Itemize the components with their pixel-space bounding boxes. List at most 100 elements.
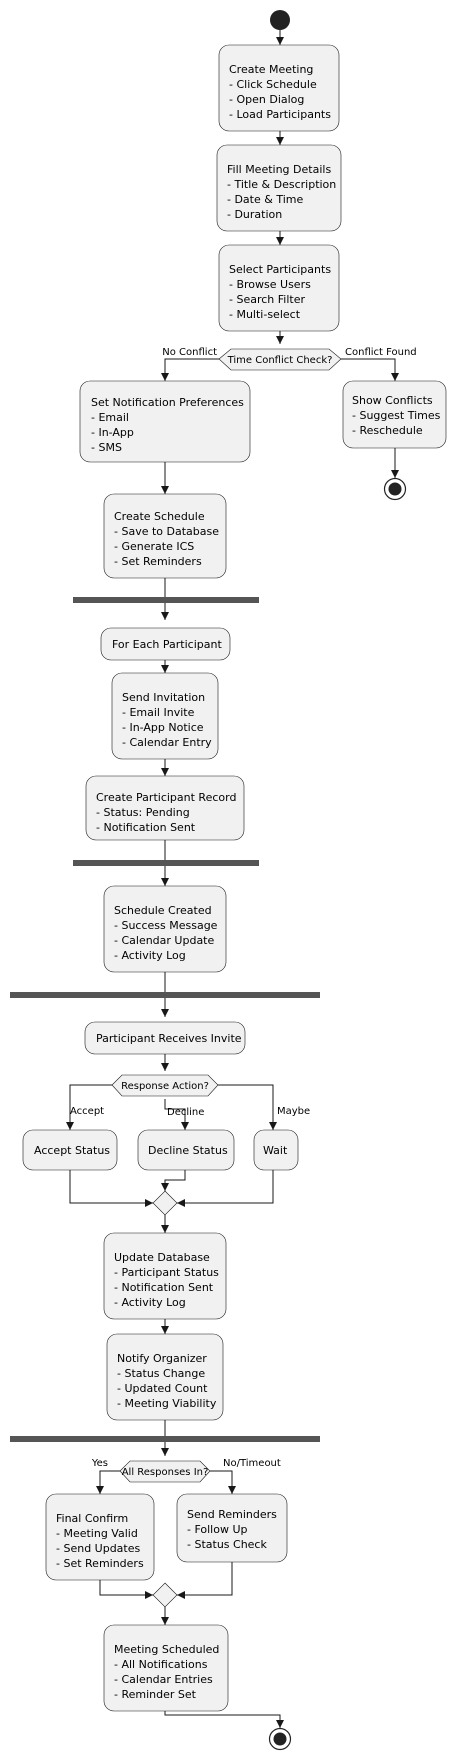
svg-text:Create Participant Record- Sta: Create Participant Record - Status: Pendi… (96, 791, 236, 834)
action-item: - Save to Database (114, 525, 219, 538)
action-notification-preferences: Set Notification Preferences- Email- In-… (79, 380, 251, 463)
svg-text:Notify Organizer- Status Chang: Notify Organizer - Status Change - Updated… (117, 1352, 217, 1410)
action-item: - Date & Time (227, 193, 303, 206)
branch-label: No/Timeout (223, 1458, 281, 1469)
action-create-schedule: Create Schedule - Save to Database - Gener… (103, 493, 227, 579)
action-item: - Generate ICS (114, 540, 194, 553)
action-item: - SMS (91, 441, 122, 454)
action-title: Fill Meeting Details (227, 163, 331, 176)
action-fill-details: Fill Meeting Details - Title & Descriptio… (216, 144, 342, 232)
action-send-reminders: Send Reminders- Follow Up- Status Check (176, 1493, 288, 1563)
action-title: Schedule Created (114, 904, 212, 917)
action-show-conflicts: Show Conflicts - Suggest Times - Reschedul… (342, 380, 447, 449)
action-item: - Success Message (114, 919, 218, 932)
action-accept-status: Accept Status (22, 1129, 118, 1171)
action-item: - Set Reminders (114, 555, 202, 568)
action-wait: Wait (253, 1129, 299, 1171)
branch-label: Accept (70, 1106, 104, 1117)
action-item: - Status Change (117, 1367, 205, 1380)
action-item: - Reschedule (352, 424, 423, 437)
arrowheads (66, 37, 399, 1728)
action-item: - In-App (91, 426, 134, 439)
action-participant-receives-invite: Participant Receives Invite (84, 1021, 246, 1055)
end-node (268, 1727, 292, 1751)
decision-question: Time Conflict Check? (227, 355, 333, 366)
end-node (383, 477, 407, 501)
branch-label: Decline (167, 1107, 204, 1118)
action-title: Wait (263, 1144, 288, 1157)
svg-text:Send Reminders- Follow Up- Sta: Send Reminders- Follow Up- Status Check (187, 1508, 277, 1551)
action-for-each-participant: For Each Participant (100, 627, 231, 661)
action-title: For Each Participant (112, 638, 222, 651)
action-title: Send Invitation (122, 691, 205, 704)
action-item: - Title & Description (227, 178, 336, 191)
action-final-confirm: Final Confirm- Meeting Valid- Send Updat… (45, 1493, 155, 1581)
action-item: - Status: Pending (96, 806, 190, 819)
action-send-invitation: Send Invitation- Email Invite- In-App No… (111, 672, 219, 760)
decision-response-action: Response Action? Accept Decline Maybe (70, 1074, 310, 1118)
action-update-database: Update Database - Participant Status - Not… (103, 1232, 227, 1320)
action-meeting-scheduled: Meeting Scheduled- All Notifications- Ca… (103, 1624, 229, 1712)
action-create-meeting: Create Meeting - Click Schedule - Open Dia… (218, 44, 340, 132)
action-item: - Meeting Viability (117, 1397, 217, 1410)
action-item: - Send Updates (56, 1542, 141, 1555)
fork-bar (10, 992, 320, 998)
fork-bar (73, 597, 259, 603)
svg-text:Fill Meeting Details- Title &: Fill Meeting Details - Title & Descriptio… (227, 163, 336, 221)
decision-question: All Responses In? (122, 1467, 209, 1478)
action-item: - Follow Up (187, 1523, 248, 1536)
action-item: - Open Dialog (229, 93, 304, 106)
action-item: - Notification Sent (114, 1281, 214, 1294)
action-item: - Reminder Set (114, 1688, 197, 1701)
join-bar (10, 1436, 320, 1442)
start-node (270, 10, 290, 30)
action-title: Notify Organizer (117, 1352, 207, 1365)
svg-text:Create Schedule- Save to Datab: Create Schedule - Save to Database - Gener… (114, 510, 219, 568)
action-title: Final Confirm (56, 1512, 128, 1525)
action-item: - Multi-select (229, 308, 301, 321)
svg-text:Create Meeting- Click Schedule: Create Meeting - Click Schedule - Open Dia… (229, 63, 331, 121)
action-item: - Notification Sent (96, 821, 196, 834)
action-title: Show Conflicts (352, 394, 433, 407)
action-title: Create Participant Record (96, 791, 236, 804)
action-item: - Calendar Entry (122, 736, 212, 749)
action-item: - Browse Users (229, 278, 311, 291)
decision-question: Response Action? (121, 1081, 209, 1092)
action-item: - Participant Status (114, 1266, 219, 1279)
action-title: Create Meeting (229, 63, 313, 76)
action-title: Create Schedule (114, 510, 205, 523)
action-item: - All Notifications (114, 1658, 208, 1671)
svg-text:Show Conflicts- Suggest Times-: Show Conflicts - Suggest Times - Reschedul… (352, 394, 441, 437)
action-title: Accept Status (34, 1144, 110, 1157)
action-item: - Calendar Update (114, 934, 214, 947)
action-title: Set Notification Preferences (91, 396, 244, 409)
decision-time-conflict: Time Conflict Check? No Conflict Conflic… (162, 347, 417, 371)
action-item: - Email Invite (122, 706, 195, 719)
decision-all-responses: All Responses In? Yes No/Timeout (91, 1458, 281, 1483)
action-item: - Click Schedule (229, 78, 317, 91)
branch-label: Maybe (277, 1106, 310, 1117)
action-item: - Duration (227, 208, 282, 221)
action-title: Update Database (114, 1251, 210, 1264)
action-item: - Updated Count (117, 1382, 208, 1395)
svg-text:Final Confirm- Meeting Valid-: Final Confirm- Meeting Valid- Send Updat… (56, 1512, 144, 1570)
svg-text:Update Database- Participant S: Update Database - Participant Status - Not… (114, 1251, 219, 1309)
action-decline-status: Decline Status (137, 1129, 235, 1171)
action-title: Decline Status (148, 1144, 228, 1157)
action-select-participants: Select Participants- Browse Users- Searc… (218, 244, 340, 332)
action-item: - Load Participants (229, 108, 331, 121)
svg-text:Schedule Created- Success Mess: Schedule Created - Success Message - Calen… (114, 904, 218, 962)
action-item: - Suggest Times (352, 409, 441, 422)
svg-text:Meeting Scheduled- All Notific: Meeting Scheduled- All Notifications- Ca… (114, 1643, 219, 1701)
action-item: - Activity Log (114, 949, 186, 962)
svg-text:Select Participants- Browse Us: Select Participants- Browse Users- Searc… (229, 263, 331, 321)
action-item: - Activity Log (114, 1296, 186, 1309)
action-schedule-created: Schedule Created - Success Message - Calen… (103, 885, 227, 973)
action-item: - Set Reminders (56, 1557, 144, 1570)
join-bar (73, 860, 259, 866)
action-create-participant-record: Create Participant Record - Status: Pendi… (85, 775, 245, 841)
merge-node (152, 1190, 178, 1216)
branch-label: Yes (91, 1458, 108, 1469)
action-title: Meeting Scheduled (114, 1643, 219, 1656)
